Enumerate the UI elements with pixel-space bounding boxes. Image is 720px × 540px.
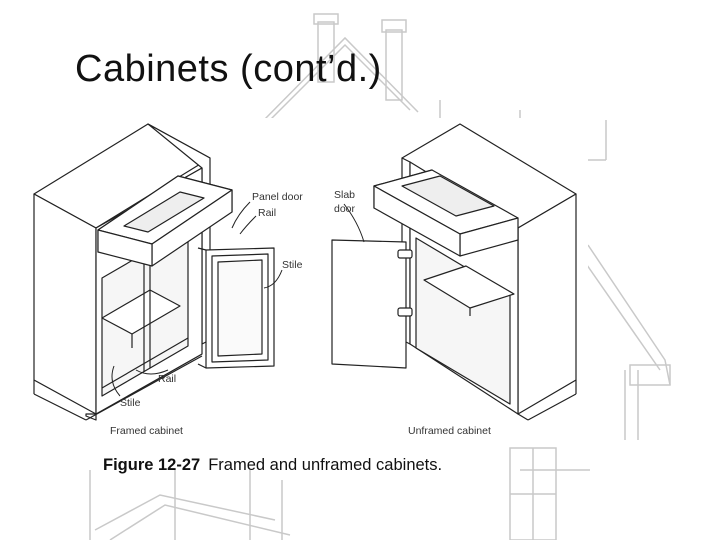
label-rail-top: Rail bbox=[258, 207, 276, 219]
cabinets-illustration: Panel door Rail Stile Rail Stile Slab do… bbox=[28, 118, 588, 444]
framed-cabinet-drawing bbox=[33, 123, 275, 421]
subtitle-framed-cabinet: Framed cabinet bbox=[110, 425, 183, 437]
slide-title: Cabinets (cont’d.) bbox=[75, 48, 382, 90]
label-slab: Slab bbox=[334, 189, 355, 201]
label-panel-door: Panel door bbox=[252, 191, 303, 203]
label-stile-right: Stile bbox=[282, 259, 303, 271]
figure-caption-text: Framed and unframed cabinets. bbox=[208, 456, 443, 474]
subtitle-unframed-cabinet: Unframed cabinet bbox=[408, 425, 491, 437]
figure-number: Figure 12-27 bbox=[103, 456, 201, 474]
label-rail-bottom: Rail bbox=[158, 373, 176, 385]
figure-caption: Figure 12-27 Framed and unframed cabinets… bbox=[103, 456, 442, 475]
label-stile-bottom: Stile bbox=[120, 397, 141, 409]
unframed-cabinet-drawing bbox=[331, 123, 577, 421]
label-door: door bbox=[334, 203, 356, 215]
